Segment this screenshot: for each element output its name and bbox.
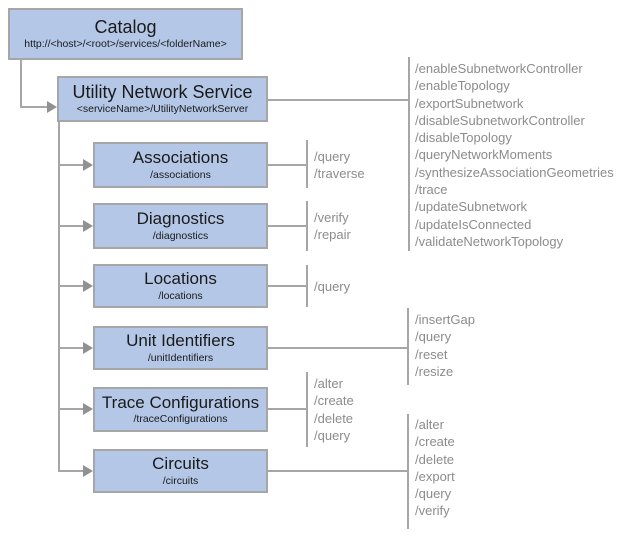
ops-line-circuits [266, 470, 407, 472]
ops-list-utility-network-service: /enableSubnetworkController/enableTopolo… [415, 60, 614, 250]
operation-label: /disableTopology [415, 130, 512, 146]
arrowhead-icon [83, 220, 93, 232]
arrowhead-icon [83, 280, 93, 292]
operation-label: /create [314, 393, 354, 409]
ops-bar-utility-network-service [408, 57, 410, 251]
operation-label: /create [415, 434, 455, 450]
ops-bar-associations [306, 140, 308, 188]
operation-label: /repair [314, 227, 351, 243]
ops-bar-diagnostics [306, 201, 308, 251]
operation-label: /query [314, 279, 351, 294]
ops-list-associations: /query/traverse [314, 148, 365, 183]
operation-label: /updateIsConnected [415, 216, 532, 232]
ops-list-circuits: /alter/create/delete/export/query/verify [415, 416, 455, 520]
connector-catalog-horizontal [20, 106, 48, 108]
operation-label: /exportSubnetwork [415, 95, 524, 111]
arrowhead-icon [83, 465, 93, 477]
node-title: Locations [144, 269, 217, 289]
arrowhead-icon [83, 159, 93, 171]
ops-list-trace-configurations: /alter/create/delete/query [314, 375, 354, 444]
operation-label: /alter [415, 417, 444, 432]
node-unit-identifiers: Unit Identifiers /unitIdentifiers [93, 326, 268, 370]
arrowhead-icon [83, 342, 93, 354]
operation-label: /delete [415, 451, 455, 467]
node-title: Circuits [152, 454, 209, 474]
ops-line-unit-identifiers [266, 347, 407, 349]
operation-label: /enableTopology [415, 78, 510, 94]
node-trace-configurations: Trace Configurations /traceConfiguration… [93, 387, 268, 432]
node-title: Utility Network Service [72, 81, 253, 102]
ops-line-associations [266, 164, 307, 166]
branch-unit-identifiers [58, 347, 84, 349]
connector-trunk-vertical [58, 120, 60, 472]
operation-label: /query [314, 149, 351, 164]
operation-label: /query [314, 427, 351, 443]
node-title: Diagnostics [136, 209, 225, 229]
node-circuits: Circuits /circuits [93, 449, 268, 493]
ops-bar-unit-identifiers [407, 308, 409, 385]
arrowhead-icon [83, 403, 93, 415]
operation-label: /traverse [314, 166, 365, 182]
node-associations: Associations /associations [93, 142, 268, 188]
operation-label: /reset [415, 346, 448, 362]
operation-label: /insertGap [415, 312, 475, 327]
operation-label: /synthesizeAssociationGeometries [415, 164, 614, 180]
operation-label: /query [415, 486, 452, 502]
operation-label: /verify [415, 503, 450, 519]
operation-label: /query [415, 329, 452, 345]
branch-locations [58, 285, 84, 287]
ops-bar-trace-configurations [306, 372, 308, 447]
node-subtitle: /traceConfigurations [133, 413, 228, 426]
node-title: Trace Configurations [101, 392, 260, 412]
ops-line-utility-network-service [266, 99, 408, 101]
node-subtitle: /unitIdentifiers [147, 351, 214, 364]
operation-label: /delete [314, 410, 354, 426]
ops-list-diagnostics: /verify/repair [314, 209, 351, 244]
node-diagnostics: Diagnostics /diagnostics [93, 203, 268, 249]
ops-line-diagnostics [266, 225, 307, 227]
node-subtitle: <serviceName>/UtilityNetworkServer [76, 103, 249, 116]
ops-list-unit-identifiers: /insertGap/query/reset/resize [415, 311, 475, 380]
node-title: Unit Identifiers [126, 331, 235, 351]
node-locations: Locations /locations [93, 264, 268, 308]
node-title: Catalog [94, 16, 157, 37]
ops-bar-circuits [407, 414, 409, 529]
operation-label: /validateNetworkTopology [415, 233, 564, 249]
node-subtitle: /circuits [162, 474, 199, 487]
ops-line-trace-configurations [266, 408, 307, 410]
operation-label: /export [415, 468, 455, 484]
branch-trace-configurations [58, 408, 84, 410]
node-catalog: Catalog http://<host>/<root>/services/<f… [8, 8, 243, 60]
ops-bar-locations [306, 265, 308, 307]
operation-label: /trace [415, 182, 448, 198]
operation-label: /disableSubnetworkController [415, 112, 585, 128]
operation-label: /enableSubnetworkController [415, 61, 583, 76]
node-subtitle: http://<host>/<root>/services/<folderNam… [24, 38, 227, 51]
branch-circuits [58, 470, 84, 472]
operation-label: /queryNetworkMoments [415, 147, 553, 163]
arrowhead-icon [47, 101, 57, 113]
node-subtitle: /locations [158, 289, 203, 302]
node-title: Associations [132, 148, 229, 168]
ops-list-locations: /query [314, 278, 350, 295]
operation-label: /verify [314, 210, 349, 225]
operation-label: /alter [314, 376, 343, 391]
connector-catalog-vertical [20, 58, 22, 108]
branch-associations [58, 164, 84, 166]
node-subtitle: /diagnostics [152, 229, 209, 242]
operation-label: /resize [415, 363, 454, 379]
ops-line-locations [266, 285, 307, 287]
operation-label: /updateSubnetwork [415, 199, 528, 215]
branch-diagnostics [58, 225, 84, 227]
node-utility-network-service: Utility Network Service <serviceName>/Ut… [57, 76, 268, 122]
node-subtitle: /associations [150, 168, 211, 181]
